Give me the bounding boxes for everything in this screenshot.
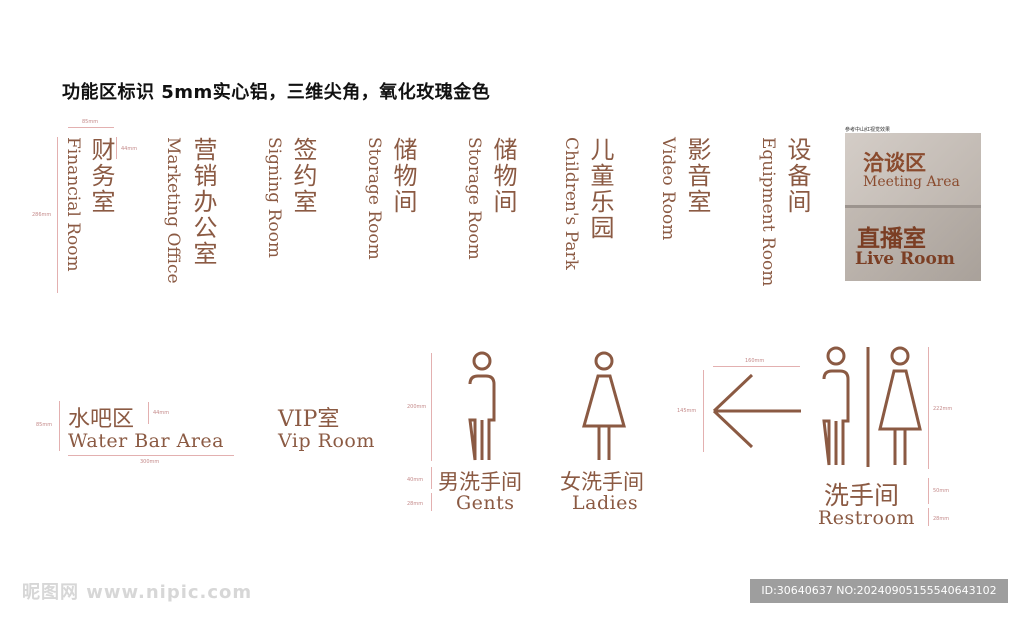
dimension-line	[148, 402, 149, 424]
sign-cn: 签约室	[289, 137, 317, 215]
dimension-label: 40mm	[407, 477, 424, 483]
photo-top: 洽谈区 Meeting Area	[845, 133, 981, 205]
dimension-line	[431, 353, 432, 461]
dimension-line	[928, 508, 929, 526]
dimension-label: 28mm	[407, 501, 424, 507]
dimension-label: 50mm	[933, 488, 950, 494]
arrow-left-icon	[712, 373, 801, 449]
sign-cn: 储物间	[389, 137, 417, 215]
dimension-line	[68, 127, 114, 128]
sign-cn: 影音室	[683, 137, 711, 215]
photo-bottom-cn: 直播室	[857, 225, 926, 252]
dimension-label: 286mm	[32, 212, 52, 218]
dimension-line	[703, 370, 704, 452]
photo-top-cn: 洽谈区	[863, 150, 926, 175]
reference-photo: 洽谈区 Meeting Area 直播室 Live Room	[845, 133, 981, 281]
dimension-line	[431, 493, 432, 511]
sign-cn: 储物间	[489, 137, 517, 215]
sign-cn: 儿童乐园	[586, 137, 614, 241]
sign-en: Children's Park	[561, 137, 581, 270]
dimension-line	[68, 455, 234, 456]
sign-en: Equipment Room	[758, 137, 778, 287]
female-icon	[582, 351, 626, 460]
sign-cn: 财务室	[87, 137, 115, 215]
sign-en: Water Bar Area	[68, 430, 224, 452]
dimension-label: 200mm	[407, 404, 427, 410]
sign-cn: VIP室	[278, 407, 340, 432]
sign-en: Storage Room	[364, 137, 384, 260]
photo-divider	[845, 205, 981, 208]
dimension-line	[57, 137, 58, 293]
sign-cn: 设备间	[783, 137, 811, 215]
sign-en: Financial Room	[63, 137, 83, 272]
watermark-id: ID:30640637 NO:20240905155540643102	[750, 579, 1008, 603]
sign-cn: 洗手间	[824, 481, 900, 510]
dimension-label: 85mm	[36, 422, 53, 428]
dimension-line	[928, 347, 929, 469]
dimension-label: 85mm	[82, 119, 99, 125]
sign-cn: 水吧区	[68, 407, 135, 432]
sign-en: Marketing Office	[163, 137, 183, 284]
dimension-label: 44mm	[153, 410, 170, 416]
dimension-line	[928, 478, 929, 504]
dimension-label: 160mm	[745, 358, 765, 364]
photo-bottom-en: Live Room	[855, 249, 955, 269]
sign-en: Video Room	[658, 137, 678, 241]
page-title: 功能区标识 5mm实心铝，三维尖角，氧化玫瑰金色	[62, 82, 491, 103]
photo-top-en: Meeting Area	[863, 174, 960, 190]
sign-en: Vip Room	[278, 430, 375, 452]
sign-en: Signing Room	[264, 137, 284, 258]
sign-en: Ladies	[572, 492, 639, 514]
photo-caption: 参考中山红视觉效果	[845, 127, 891, 133]
restroom-icon	[822, 346, 922, 467]
dimension-label: 145mm	[677, 408, 697, 414]
sign-en: Storage Room	[464, 137, 484, 260]
sign-cn: 女洗手间	[560, 470, 644, 494]
male-icon	[468, 351, 496, 461]
dimension-line	[116, 137, 117, 159]
sign-en: Gents	[456, 492, 515, 514]
dimension-label: 300mm	[140, 459, 160, 465]
sign-cn: 男洗手间	[438, 470, 522, 494]
sign-cn: 营销办公室	[189, 137, 217, 267]
dimension-line	[713, 366, 800, 367]
dimension-line	[431, 467, 432, 489]
dimension-label: 44mm	[121, 146, 138, 152]
watermark-site: 昵图网 www.nipic.com	[22, 582, 253, 603]
dimension-label: 28mm	[933, 516, 950, 522]
dimension-line	[59, 401, 60, 451]
dimension-label: 222mm	[933, 406, 953, 412]
sign-en: Restroom	[818, 507, 915, 529]
photo-bottom: 直播室 Live Room	[845, 208, 981, 281]
